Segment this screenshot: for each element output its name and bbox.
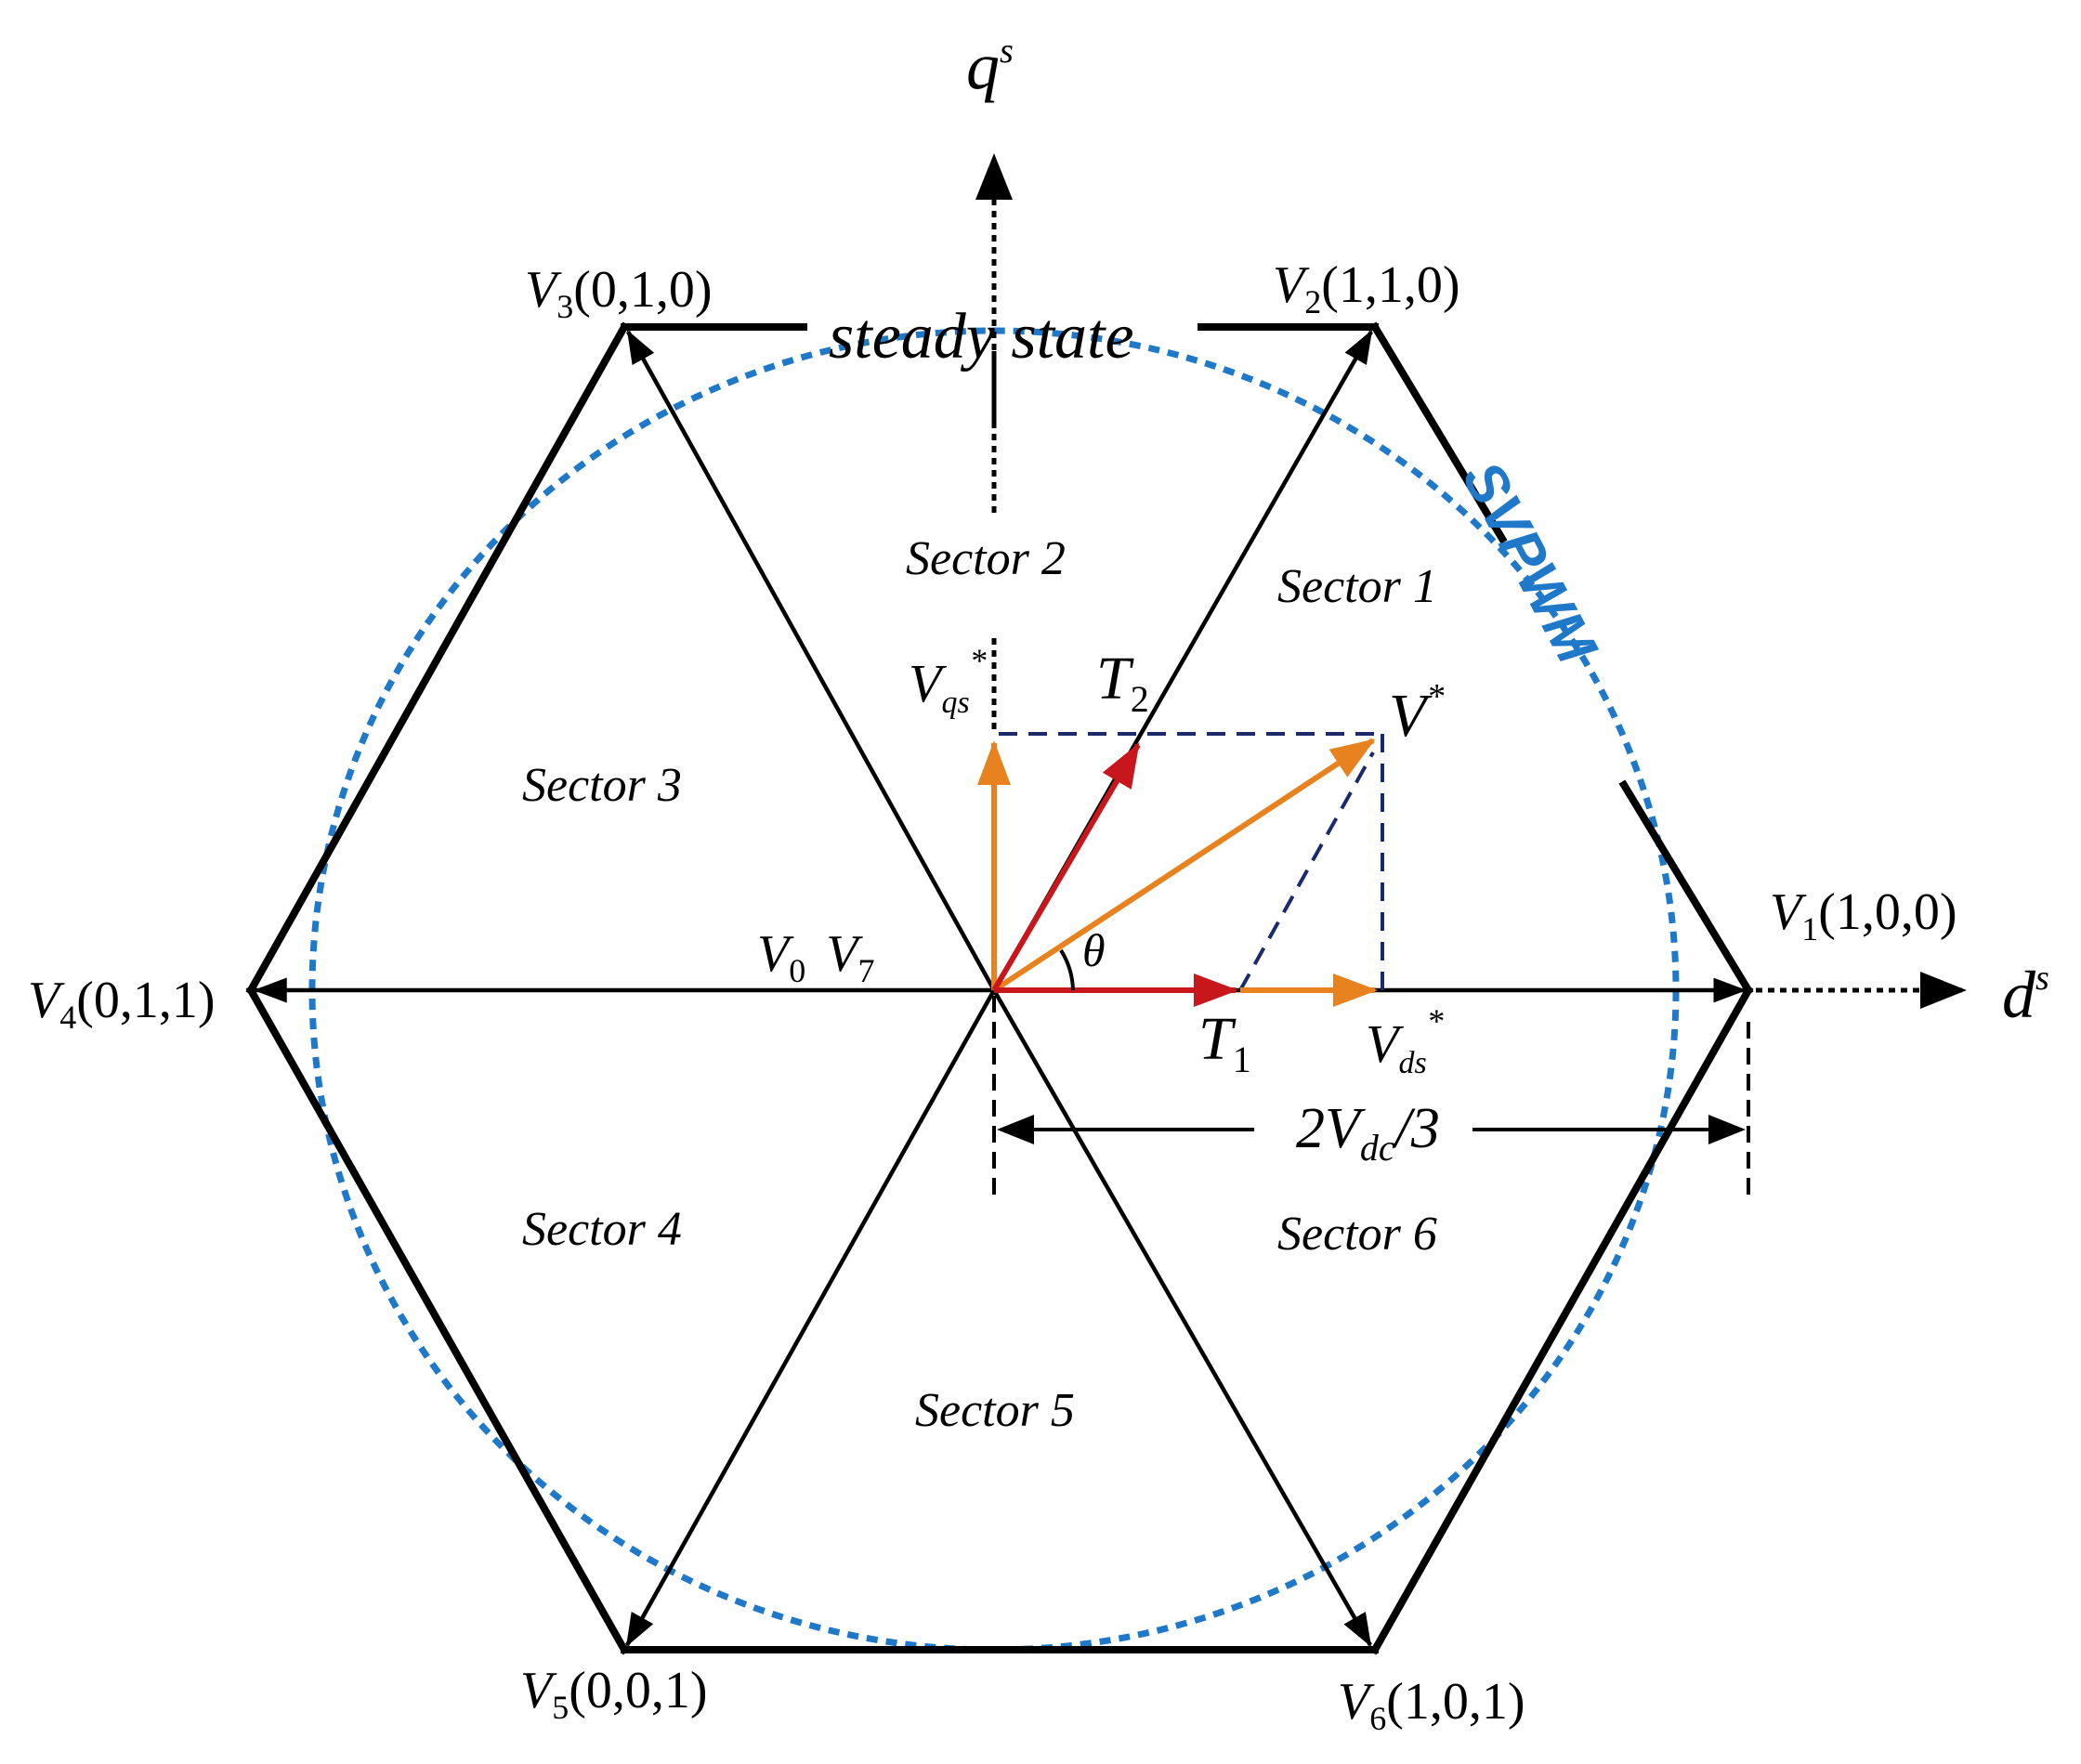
- v5-label: V5(0,0,1): [520, 1662, 708, 1726]
- theta-arc: [1059, 948, 1075, 991]
- dc-label: 2Vdc/3: [1296, 1097, 1440, 1169]
- theta-label: θ: [1082, 924, 1106, 976]
- q-axis-label: qs: [966, 29, 1014, 103]
- dc-dimension: [992, 996, 1750, 1203]
- t1-label: T1: [1198, 1005, 1251, 1080]
- t2-label: T2: [1096, 645, 1149, 720]
- hexagon-outline: [245, 321, 1754, 1655]
- vds-label: Vds*: [1366, 1002, 1444, 1080]
- v2-label: V2(1,1,0): [1273, 256, 1460, 320]
- orange-vectors: [977, 738, 1378, 1007]
- vref-label: V*: [1389, 677, 1444, 750]
- sector-2-label: Sector 2: [906, 532, 1066, 585]
- red-vectors: [991, 742, 1238, 1007]
- v1-label: V1(1,0,0): [1770, 883, 1957, 947]
- d-axis-label: ds: [2002, 958, 2049, 1032]
- sector-3-label: Sector 3: [522, 759, 682, 812]
- v3-label: V3(0,1,0): [525, 261, 713, 325]
- svpwm-label: SVPWM: [1450, 451, 1610, 674]
- vqs-label: Vqs*: [909, 642, 987, 720]
- sector-5-label: Sector 5: [915, 1384, 1075, 1437]
- sector-4-label: Sector 4: [522, 1203, 682, 1256]
- v6-label: V6(1,0,1): [1338, 1673, 1525, 1737]
- projection-lines: [999, 732, 1384, 991]
- sector-1-label: Sector 1: [1277, 560, 1437, 613]
- v4-label: V4(0,1,1): [28, 972, 216, 1036]
- steady-state-label: steady state: [829, 301, 1134, 372]
- sector-6-label: Sector 6: [1277, 1208, 1437, 1261]
